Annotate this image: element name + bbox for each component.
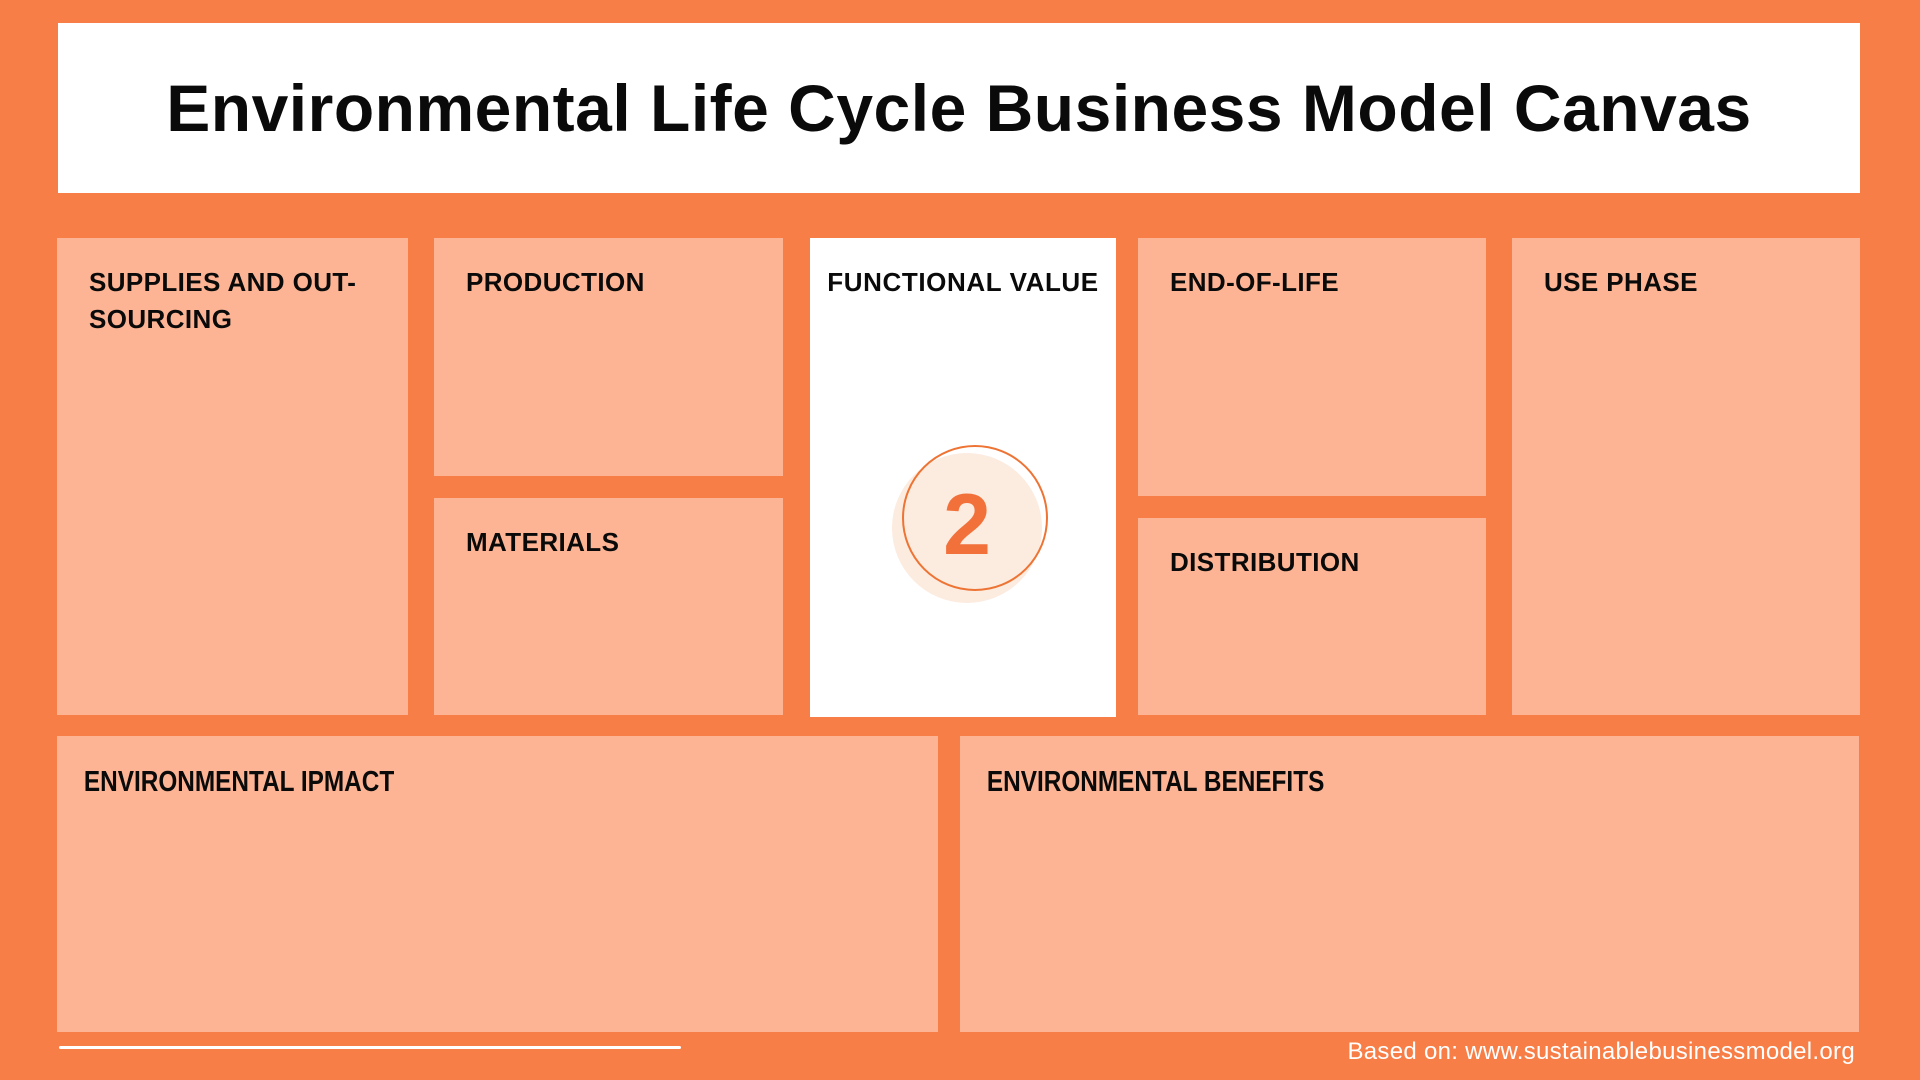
stage-number-badge: 2 <box>892 445 1052 605</box>
box-environmental-impact: ENVIRONMENTAL IPMACT <box>57 736 938 1032</box>
box-label-supplies: SUPPLIES AND OUT-SOURCING <box>89 267 357 334</box>
box-label-distribution: DISTRIBUTION <box>1170 547 1360 577</box>
badge-circle-ring <box>902 445 1048 591</box>
box-label-environmental-benefits: ENVIRONMENTAL BENEFITS <box>986 766 1325 798</box>
divider-line <box>59 1046 681 1049</box>
box-environmental-benefits: ENVIRONMENTAL BENEFITS <box>960 736 1859 1032</box>
box-distribution: DISTRIBUTION <box>1138 518 1486 715</box>
box-materials: MATERIALS <box>434 498 783 715</box>
box-supplies-and-out-sourcing: SUPPLIES AND OUT-SOURCING <box>57 238 408 715</box>
box-use-phase: USE PHASE <box>1512 238 1860 715</box>
box-label-environmental-impact: ENVIRONMENTAL IPMACT <box>83 766 395 798</box>
box-production: PRODUCTION <box>434 238 783 476</box>
box-label-materials: MATERIALS <box>466 527 620 557</box>
box-label-production: PRODUCTION <box>466 267 645 297</box>
box-label-use-phase: USE PHASE <box>1544 267 1698 297</box>
box-functional-value: FUNCTIONAL VALUE 2 <box>810 238 1116 717</box>
box-label-functional-value: FUNCTIONAL VALUE <box>827 267 1099 297</box>
box-label-end-of-life: END-OF-LIFE <box>1170 267 1340 297</box>
attribution-text: Based on: www.sustainablebusinessmodel.o… <box>1347 1038 1855 1065</box>
title-bar: Environmental Life Cycle Business Model … <box>58 23 1860 193</box>
box-end-of-life: END-OF-LIFE <box>1138 238 1486 496</box>
page-title: Environmental Life Cycle Business Model … <box>166 71 1752 145</box>
